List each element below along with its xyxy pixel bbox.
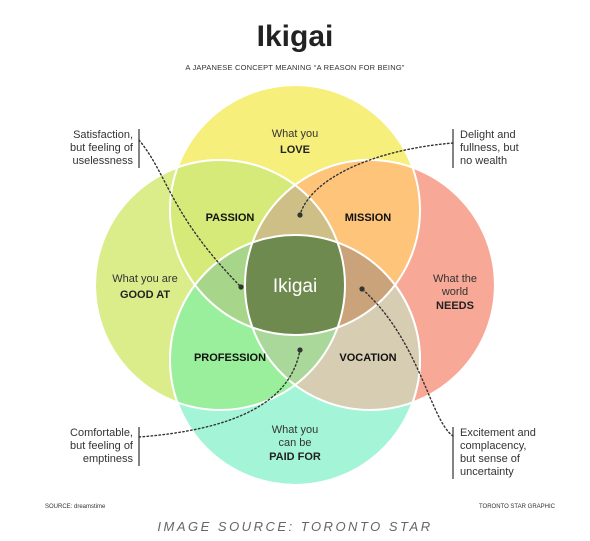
annotation-top-left-line3: uselessness xyxy=(72,155,133,167)
needs-label-line3: NEEDS xyxy=(436,300,474,312)
zone-mission-label: MISSION xyxy=(345,212,392,224)
lens-bottom xyxy=(245,235,345,410)
paid-for-label-line1: What you xyxy=(272,424,318,436)
paid-for-label-line2: can be xyxy=(278,437,311,449)
love-label-line1: What you xyxy=(272,128,318,140)
credit-note: TORONTO STAR GRAPHIC xyxy=(479,504,556,510)
annotation-top-right-line1: Delight and xyxy=(460,129,516,141)
zone-profession-label: PROFESSION xyxy=(194,352,266,364)
annotation-bottom-right-line3: but sense of xyxy=(460,453,521,465)
annotation-bottom-left-line2: but feeling of xyxy=(70,440,134,452)
zone-ikigai-label: Ikigai xyxy=(273,276,317,297)
leader-dot-bottom-left xyxy=(297,347,303,353)
lens-right xyxy=(245,235,420,335)
annotation-bottom-right-line4: uncertainty xyxy=(460,466,514,478)
annotation-top-left-line1: Satisfaction, xyxy=(73,129,133,141)
paid-for-label-line3: PAID FOR xyxy=(269,451,321,463)
love-label-line2: LOVE xyxy=(280,144,310,156)
leader-top-right xyxy=(299,142,454,216)
annotation-top-left-line2: but feeling of xyxy=(70,142,134,154)
annotation-bottom-left-line3: emptiness xyxy=(83,453,134,465)
lens-left xyxy=(170,235,345,335)
page-subtitle: A JAPANESE CONCEPT MEANING “A REASON FOR… xyxy=(185,63,404,72)
annotation-top-right-line2: fullness, but xyxy=(460,142,519,154)
needs-label-line1: What the xyxy=(433,273,477,285)
zone-passion-label: PASSION xyxy=(206,212,255,224)
good-at-label-line1: What you are xyxy=(112,273,177,285)
needs-label-line2: world xyxy=(441,286,468,298)
leader-dot-top-right xyxy=(297,212,303,218)
zone-vocation-label: VOCATION xyxy=(339,352,396,364)
lens-top xyxy=(245,160,345,335)
leader-dot-top-left xyxy=(238,284,244,290)
annotation-bottom-left-line1: Comfortable, xyxy=(70,427,133,439)
image-caption: IMAGE SOURCE: TORONTO STAR xyxy=(157,519,432,534)
annotation-bottom-right-line1: Excitement and xyxy=(460,427,536,439)
annotation-top-right-line3: no wealth xyxy=(460,155,507,167)
leader-bottom-left xyxy=(138,349,301,438)
leader-dot-bottom-right xyxy=(359,286,365,292)
leader-bottom-right xyxy=(361,288,454,437)
good-at-label-line2: GOOD AT xyxy=(120,289,170,301)
source-note: SOURCE: dreamstime xyxy=(45,504,106,510)
leader-top-left xyxy=(138,139,242,288)
page-title: Ikigai xyxy=(257,20,334,53)
annotation-bottom-right-line2: complacency, xyxy=(460,440,526,452)
